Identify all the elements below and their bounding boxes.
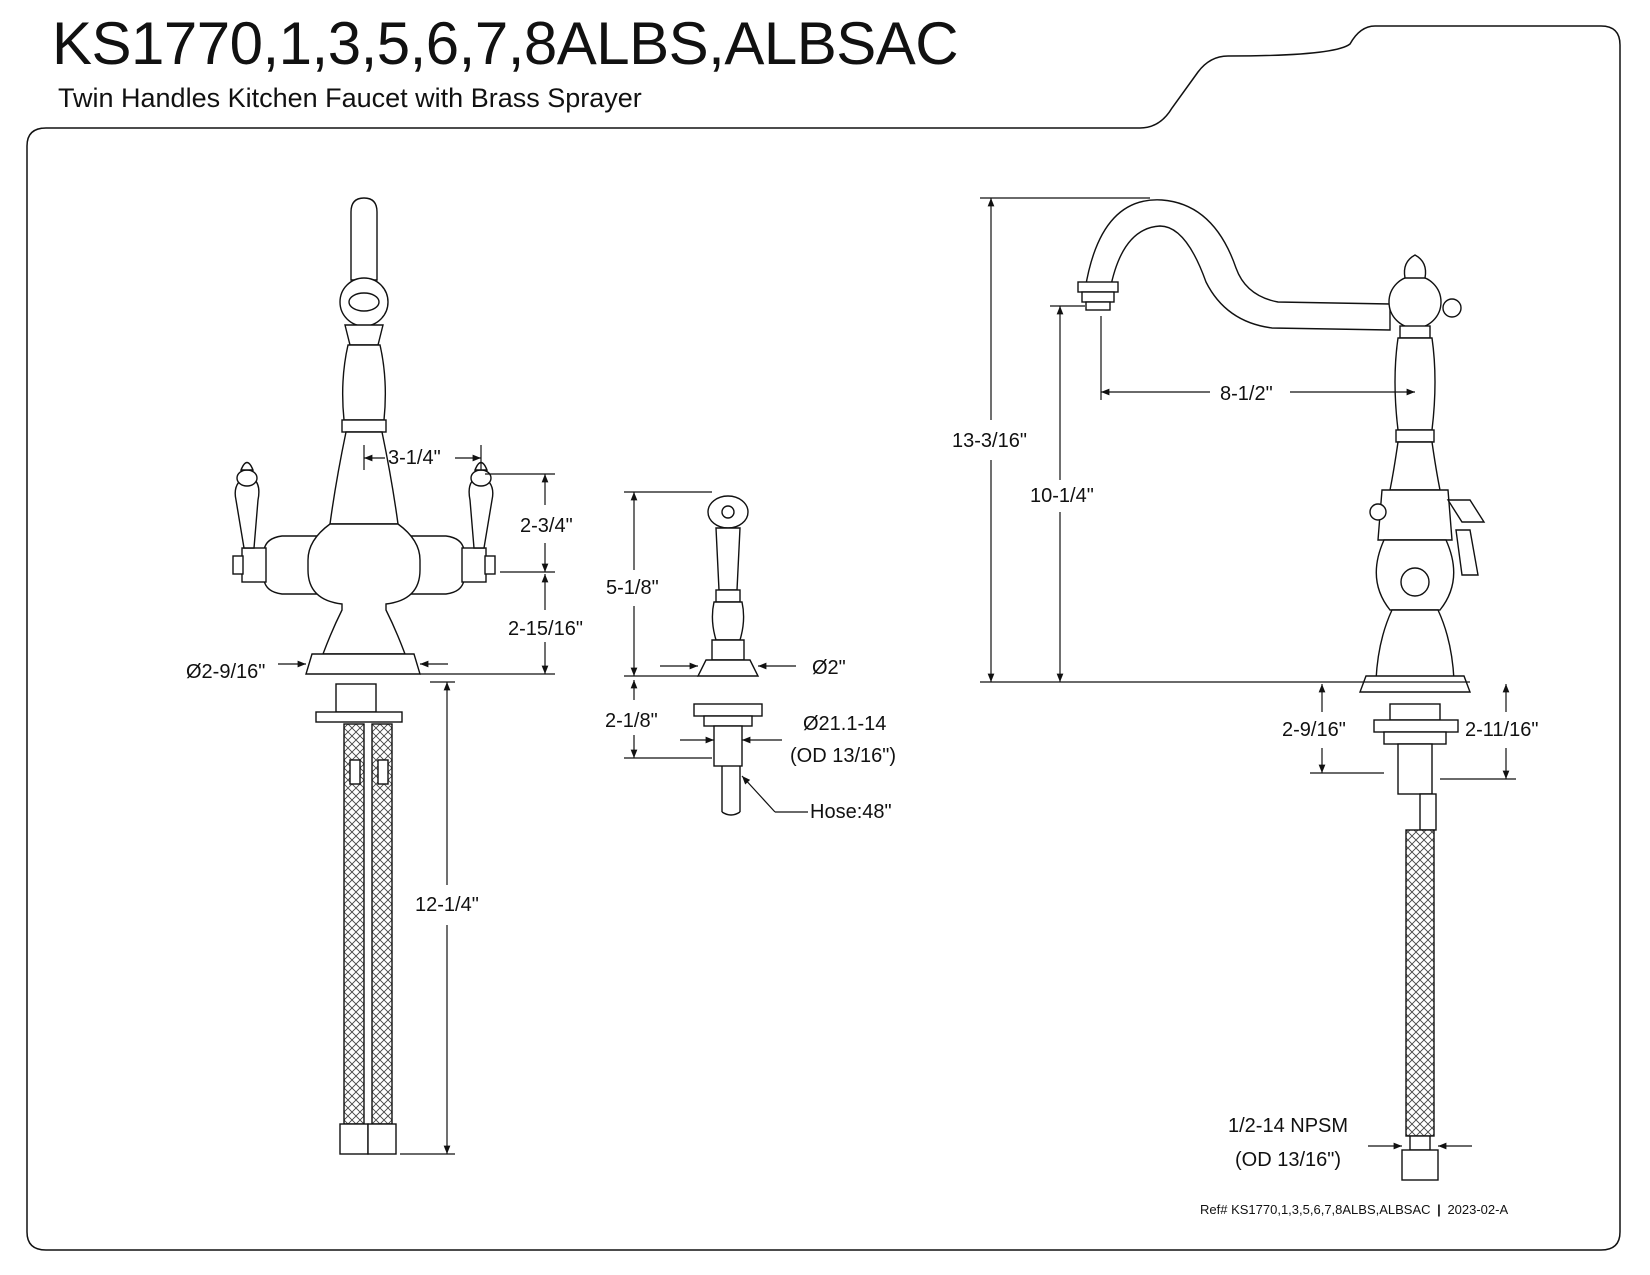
dim-overall-height: 13-3/16" xyxy=(952,430,1027,452)
dim-base-diameter: Ø2-9/16" xyxy=(186,661,265,683)
reference-number: Ref# KS1770,1,3,5,6,7,8ALBS,ALBSAC xyxy=(1200,1202,1431,1217)
front-view-faucet xyxy=(232,197,496,1155)
sprayer-dimension-lines xyxy=(624,491,808,813)
dim-sprayer-hose: Hose:48" xyxy=(810,801,892,823)
dim-supply-length: 12-1/4" xyxy=(415,894,479,916)
dim-body-height: 2-15/16" xyxy=(508,618,583,640)
dim-shank-right: 2-11/16" xyxy=(1465,719,1538,741)
dim-sprayer-base-diameter: Ø2" xyxy=(812,657,846,679)
footer-separator: | xyxy=(1437,1202,1441,1217)
dim-sprayer-thread-od: (OD 13/16") xyxy=(790,745,896,767)
dim-spread: 3-1/4" xyxy=(388,447,441,469)
front-view-dimension-lines xyxy=(278,445,555,1155)
dim-connection: 1/2-14 NPSM xyxy=(1228,1115,1348,1137)
dim-connection-od: (OD 13/16") xyxy=(1235,1149,1341,1171)
sprayer-view xyxy=(693,495,763,816)
dim-shank-left: 2-9/16" xyxy=(1282,719,1346,741)
revision-code: 2023-02-A xyxy=(1447,1202,1509,1217)
dim-spout-reach: 8-1/2" xyxy=(1220,383,1273,405)
side-view-dimension-lines xyxy=(980,197,1516,1150)
frame-outline xyxy=(26,25,1621,1251)
dim-handle-height: 2-3/4" xyxy=(520,515,573,537)
side-view-faucet xyxy=(1077,199,1486,1181)
reference-footer: Ref# KS1770,1,3,5,6,7,8ALBS,ALBSAC | 202… xyxy=(1200,1202,1508,1217)
dim-sprayer-height: 5-1/8" xyxy=(606,577,659,599)
dim-sprayer-thread: Ø21.1-14 xyxy=(803,713,886,735)
dim-spout-clearance: 10-1/4" xyxy=(1030,485,1094,507)
product-subtitle: Twin Handles Kitchen Faucet with Brass S… xyxy=(58,83,642,113)
model-title: KS1770,1,3,5,6,7,8ALBS,ALBSAC xyxy=(52,10,959,77)
dim-sprayer-shank: 2-1/8" xyxy=(605,710,658,732)
